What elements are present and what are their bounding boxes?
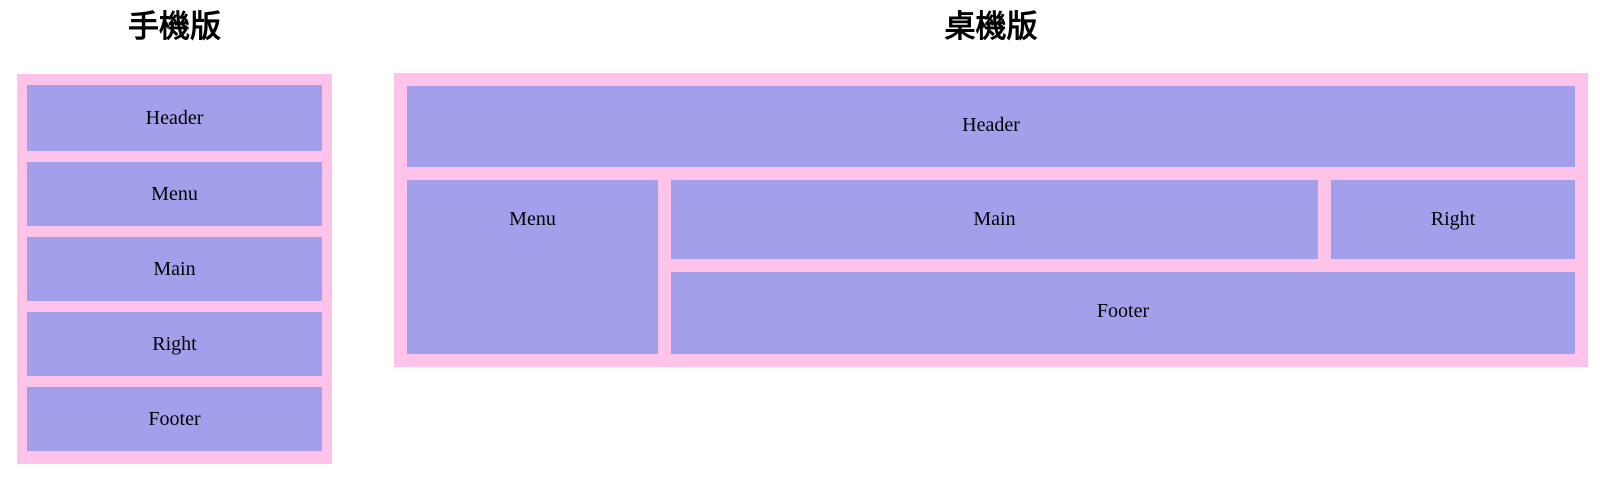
mobile-menu-block: Menu (27, 162, 322, 226)
mobile-header-block: Header (27, 85, 322, 151)
desktop-layout-container: Header Menu Main Right Footer (394, 73, 1588, 367)
mobile-layout-container: Header Menu Main Right Footer (17, 74, 332, 464)
desktop-main-block: Main (671, 180, 1318, 259)
mobile-version-title: 手機版 (128, 9, 221, 44)
mobile-footer-block: Footer (27, 387, 322, 451)
desktop-right-block: Right (1331, 180, 1575, 259)
mobile-main-block: Main (27, 237, 322, 301)
desktop-version-title: 桌機版 (944, 9, 1038, 44)
desktop-menu-block: Menu (407, 180, 658, 354)
mobile-right-block: Right (27, 312, 322, 376)
desktop-header-block: Header (407, 86, 1575, 167)
desktop-footer-block: Footer (671, 272, 1575, 354)
